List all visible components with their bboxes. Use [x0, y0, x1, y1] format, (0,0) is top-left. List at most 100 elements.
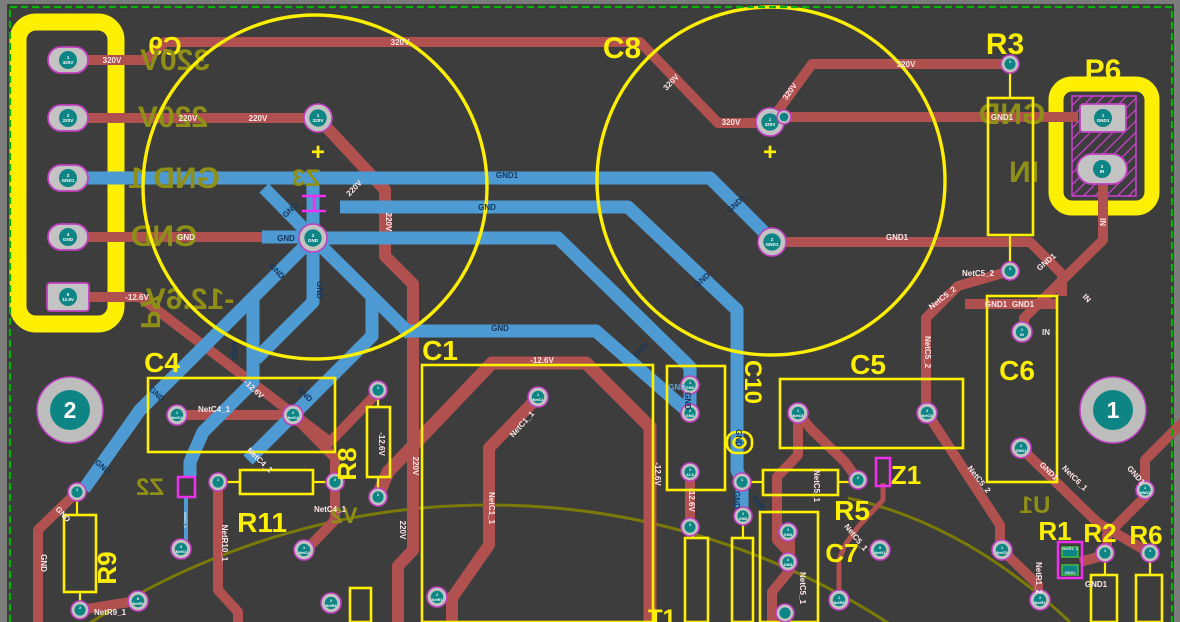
outline-marker[interactable] [725, 430, 754, 455]
designator-r8[interactable]: R8 [332, 447, 362, 480]
designator-r6[interactable]: R6 [1129, 520, 1162, 550]
svg-text:1: 1 [797, 409, 799, 413]
pads-layer[interactable]: 1320V2220V3GND14GND512.6V1220V2GND1320V2… [46, 46, 1160, 622]
svg-text:1: 1 [1001, 546, 1003, 550]
outline-c4[interactable] [146, 376, 337, 454]
designator-c7[interactable]: C7 [825, 538, 858, 568]
designator-z1[interactable]: Z1 [891, 460, 921, 490]
designator-r11[interactable]: R11 [237, 507, 287, 538]
designator-c8[interactable]: C8 [603, 32, 641, 65]
designator-+[interactable]: + [311, 139, 325, 166]
svg-text:1: 1 [1149, 549, 1151, 553]
mounting-hole-2[interactable]: 2 [36, 376, 104, 444]
designator-r2[interactable]: R2 [1083, 518, 1116, 548]
outline-c10[interactable] [665, 364, 727, 492]
pad[interactable] [775, 603, 795, 622]
svg-text:1: 1 [1021, 328, 1023, 332]
outline-c9[interactable] [141, 13, 489, 361]
component-z2[interactable] [176, 475, 197, 499]
svg-text:1: 1 [377, 386, 379, 390]
svg-text:NetR1: NetR1 [1035, 601, 1046, 605]
pad[interactable]: 1 [1095, 543, 1115, 563]
designator-p6[interactable]: P6 [1085, 54, 1122, 87]
outline-c5[interactable] [778, 377, 965, 450]
svg-text:1: 1 [787, 528, 789, 532]
designator-r1[interactable]: R1 [1038, 516, 1071, 546]
pad[interactable]: 1 [1000, 54, 1020, 74]
designator-c5[interactable]: C5 [850, 349, 886, 380]
pad[interactable]: 112.6 [680, 462, 700, 482]
designator-+[interactable]: + [763, 139, 777, 166]
designator-r3[interactable]: R3 [986, 28, 1024, 61]
pad[interactable] [776, 109, 792, 125]
outline-c1[interactable] [420, 363, 655, 622]
pad[interactable]: 2 [70, 600, 90, 620]
pad[interactable]: 512.6V [46, 282, 90, 312]
component-z1[interactable] [874, 456, 892, 488]
svg-text:GND1: GND1 [766, 242, 779, 247]
outline-resistor-c[interactable] [348, 586, 373, 622]
pad[interactable]: 2 [1000, 261, 1020, 281]
designator-c4[interactable]: C4 [144, 347, 180, 378]
pad[interactable]: 2IN [1076, 153, 1128, 185]
designator-r5[interactable]: R5 [834, 495, 870, 526]
outline-c6[interactable] [985, 294, 1059, 484]
designator-r9[interactable]: R9 [92, 551, 122, 584]
pad[interactable]: 1IN [1011, 321, 1033, 343]
component-z3[interactable] [302, 194, 326, 213]
designator-c6[interactable]: C6 [999, 355, 1035, 386]
designator-t1[interactable]: T1 [648, 605, 676, 622]
svg-text:1: 1 [769, 117, 772, 122]
pad[interactable]: 1 [67, 482, 87, 502]
pad[interactable]: 2 [325, 472, 345, 492]
pad[interactable]: 2 [680, 517, 700, 537]
designator-c10[interactable]: C10 [739, 360, 766, 404]
pad[interactable]: 1 [732, 472, 752, 492]
pad[interactable]: 2 [848, 470, 868, 490]
component-r1[interactable] [1056, 540, 1084, 580]
pad[interactable]: 1 [368, 380, 388, 400]
misc-components[interactable] [176, 194, 1084, 580]
designator-c1[interactable]: C1 [422, 335, 458, 366]
mounting-hole-1[interactable]: 1 [1079, 376, 1147, 444]
pad[interactable]: 2 [368, 487, 388, 507]
svg-text:1: 1 [1104, 549, 1106, 553]
pad[interactable]: 1 [208, 472, 228, 492]
outline-resistor-a[interactable] [683, 536, 710, 622]
pad[interactable]: 1 [1140, 543, 1160, 563]
outline-c7[interactable] [758, 510, 820, 622]
